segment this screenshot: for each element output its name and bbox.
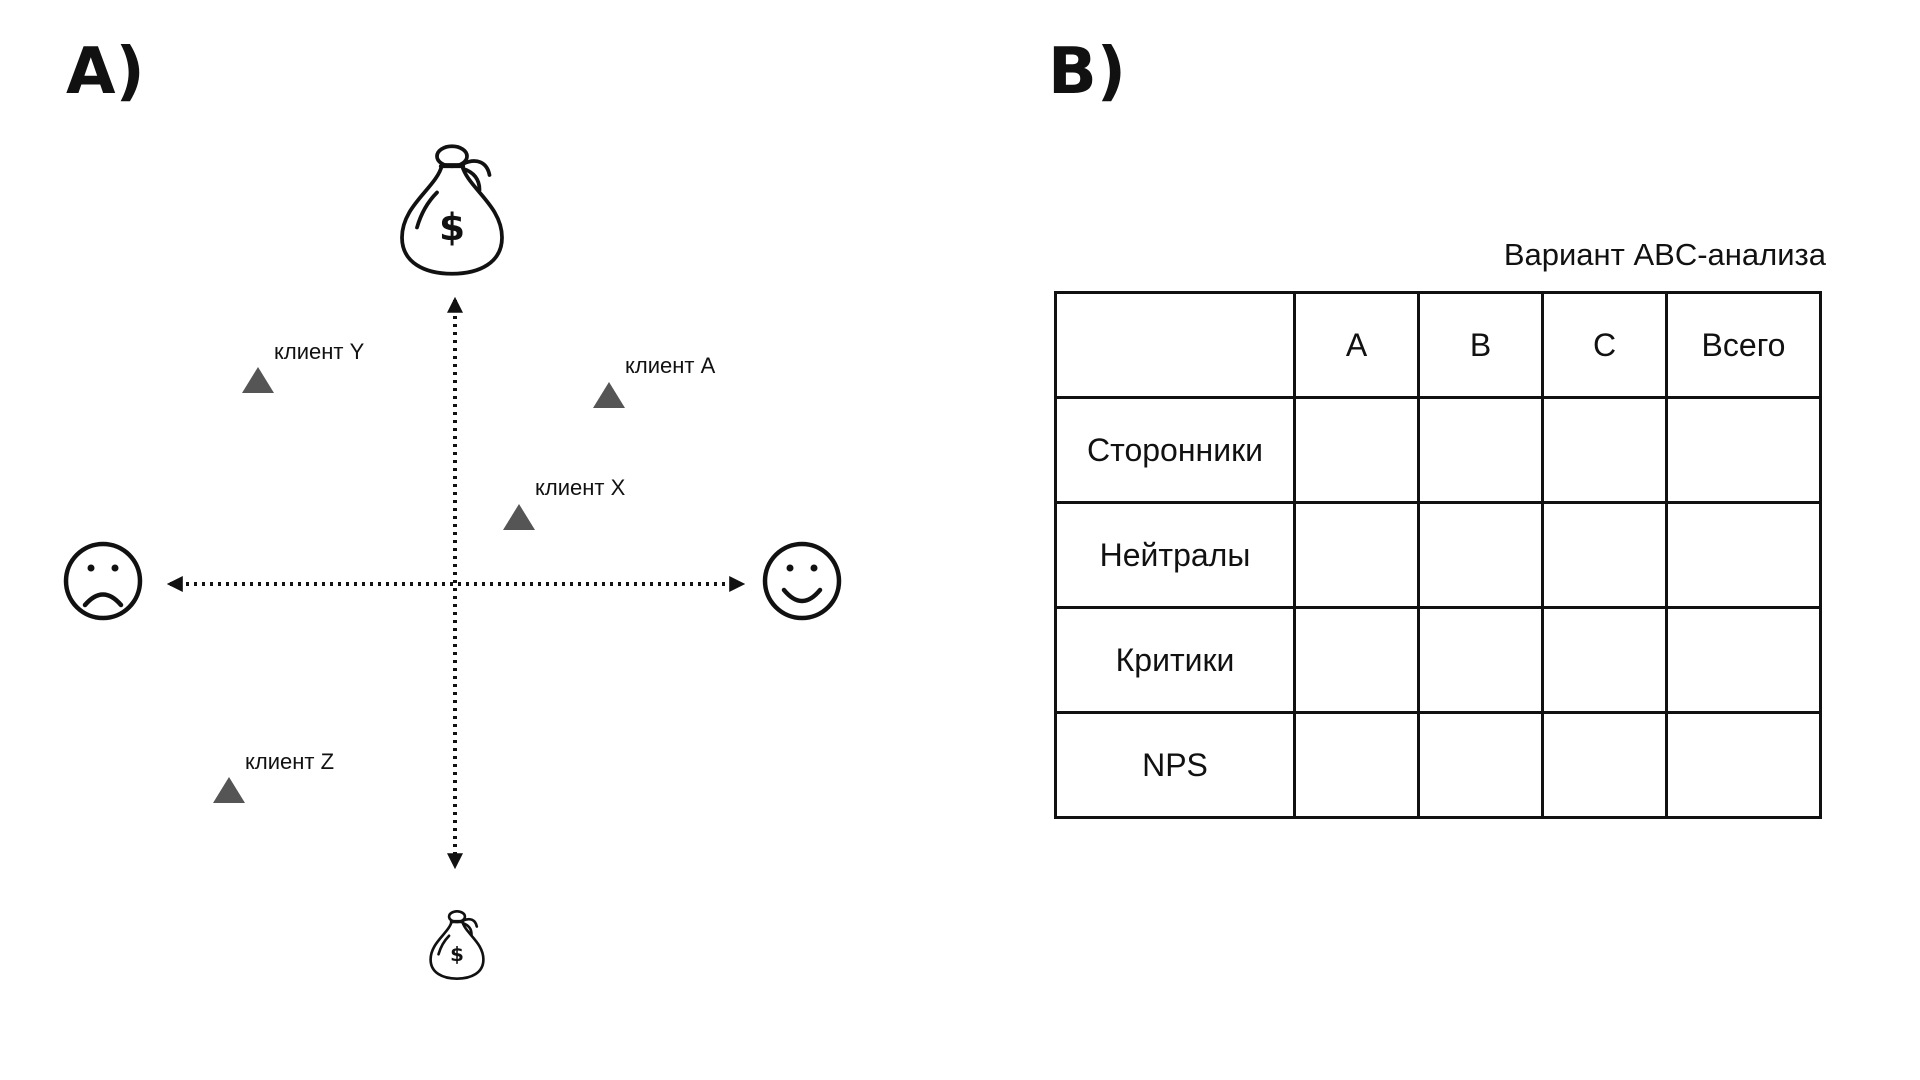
happy-face-icon [762,541,842,621]
abc-nps-table: A B C Всего Сторонники Нейтралы Критики [1054,291,1822,819]
table-cell [1293,711,1420,819]
table-header-row: A B C Всего [1054,291,1822,399]
table-cell [1417,501,1544,609]
header-cell-b: B [1417,291,1544,399]
table-cell [1417,606,1544,714]
table-row: NPS [1054,711,1822,819]
client-marker: клиент Z [213,749,334,803]
money-bag-icon: $ [429,910,485,980]
table-cell [1293,501,1420,609]
row-label: Сторонники [1054,396,1296,504]
table-cell [1541,711,1668,819]
client-marker: клиент A [593,353,716,408]
client-marker: клиент Y [242,339,365,393]
svg-text:$: $ [450,943,464,966]
client-label: клиент A [625,353,716,378]
table-cell [1293,606,1420,714]
row-label: Критики [1054,606,1296,714]
header-cell-a: A [1293,291,1420,399]
table-cell [1665,501,1822,609]
panel-b-title: B) [1048,35,1127,109]
header-cell-total: Всего [1665,291,1822,399]
table-cell [1665,711,1822,819]
table-cell [1541,501,1668,609]
satisfaction-value-map: $ $ клиент Y клиент A клиент X к [63,144,842,980]
header-corner-cell [1054,291,1296,399]
table-caption: Вариант ABC-анализа [1503,237,1826,272]
table-row: Критики [1054,606,1822,714]
table-cell [1417,396,1544,504]
table-row: Сторонники [1054,396,1822,504]
table-row: Нейтралы [1054,501,1822,609]
header-cell-c: C [1541,291,1668,399]
table-cell [1541,396,1668,504]
table-cell [1417,711,1544,819]
client-label: клиент Z [245,749,334,774]
row-label: NPS [1054,711,1296,819]
svg-text:$: $ [439,205,465,249]
client-label: клиент X [535,475,626,500]
table-cell [1665,606,1822,714]
table-cell [1541,606,1668,714]
client-marker: клиент X [503,475,626,530]
money-bag-icon: $ [400,144,504,276]
table-cell [1293,396,1420,504]
sad-face-icon [63,541,143,621]
table-cell [1665,396,1822,504]
row-label: Нейтралы [1054,501,1296,609]
panel-a-title: A) [66,35,145,109]
client-label: клиент Y [274,339,365,364]
